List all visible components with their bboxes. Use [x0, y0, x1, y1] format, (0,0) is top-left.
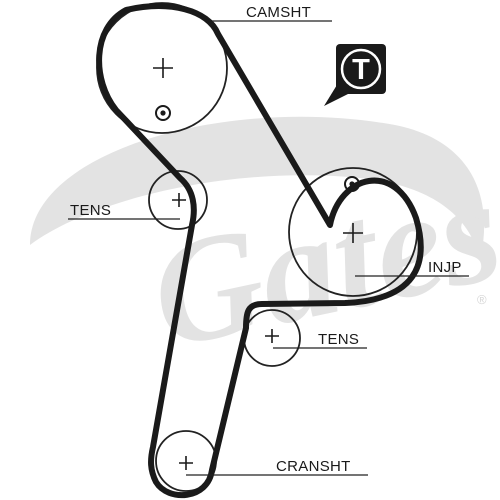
- crankshaft-label: CRANSHT: [276, 458, 351, 475]
- camshaft-center-mark: [153, 58, 173, 78]
- watermark-logo: Gates ®: [30, 116, 500, 380]
- tensioner-upper-label: TENS: [70, 202, 111, 219]
- watermark-registered-mark: ®: [477, 292, 487, 307]
- timing-marks: [155, 105, 360, 192]
- injection-pump-timing-mark: [344, 176, 360, 192]
- timing-belt: [96, 3, 424, 499]
- camshaft-timing-mark: [155, 105, 171, 121]
- tensioner-lower-center-mark: [265, 329, 279, 343]
- center-marks: [153, 58, 363, 470]
- badge-text: T: [352, 54, 370, 86]
- camshaft-label: CAMSHT: [246, 4, 311, 21]
- watermark-swoosh: [30, 116, 485, 260]
- badge-box: [336, 44, 386, 94]
- tensioner-upper-pulley: [148, 170, 208, 230]
- badge-ring: [340, 48, 382, 90]
- leader-lines: [68, 20, 469, 476]
- crankshaft-center-mark: [179, 456, 193, 470]
- tensioner-upper-center-mark: [172, 193, 186, 207]
- tensioner-lower-label: TENS: [318, 331, 359, 348]
- tension-badge: T: [324, 44, 386, 106]
- injection-pump-label: INJP: [428, 259, 462, 276]
- injection-pump-center-mark: [343, 223, 363, 243]
